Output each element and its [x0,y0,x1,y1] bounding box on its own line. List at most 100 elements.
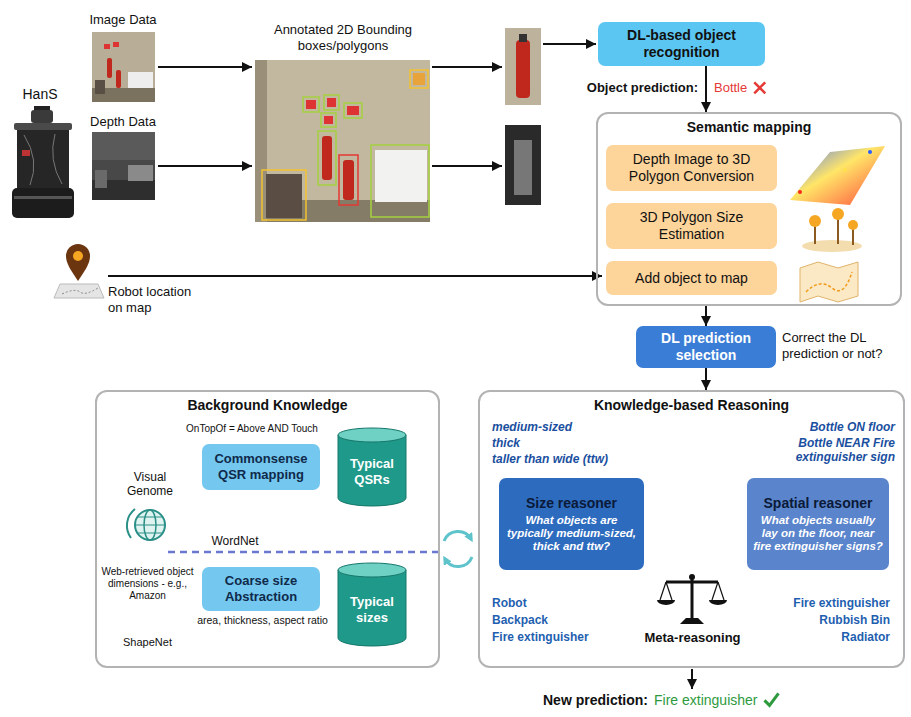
location-pin-icon [62,288,98,294]
map-icon [800,262,858,302]
scales-icon [680,618,704,624]
flow-arrow [158,66,252,68]
flow-arrow [432,165,502,167]
globe-icon [135,517,165,533]
depth-image [95,170,107,188]
robot-photo [14,196,72,199]
process-box: Commonsense QSR mapping [202,444,320,490]
robot-photo [14,123,72,130]
depth-image [128,165,153,181]
flow-arrow [432,66,502,68]
decision-box: DL prediction selection [636,326,776,368]
scales-icon [689,574,695,580]
scales-icon [657,600,675,605]
rgb-image [92,32,155,102]
wrong-mark [754,82,765,93]
cycle-icon [444,531,471,541]
robot-photo [31,110,53,123]
node-title: Coarse size Abstraction [208,573,314,604]
candidate-class: Fire extinguisher [492,630,589,644]
robot-photo [12,106,74,218]
image-crop [505,125,541,205]
candidate-class: Radiator [735,630,890,644]
annotated-image [303,97,319,112]
map-pins-icon [852,228,854,245]
node-title: Depth Image to 3D Polygon Conversion [612,151,771,185]
candidate-class: Robot [492,596,527,610]
prediction-label: Object prediction: [556,80,698,96]
map-pins-icon [837,217,839,244]
node-body: What objects usually lay on the floor, n… [753,514,883,554]
candidate-class: Backpack [492,613,548,627]
rgb-image [116,70,121,88]
flow-arrow [543,43,596,45]
annotated-image [262,70,429,220]
connector-arrow [705,368,707,390]
input-note: Robot location on map [108,284,208,315]
robot-photo [17,130,69,188]
node-title: Commonsense QSR mapping [208,451,314,482]
group-panel: Semantic mappingDepth Image to 3D Polygo… [596,112,902,306]
location-pin-icon [54,244,104,298]
image-crop [505,28,541,205]
point-cloud-icon [790,146,885,205]
flow-arrow [108,44,692,689]
annotated-image [371,145,429,217]
rgb-image [128,72,153,88]
cylinder-body [338,570,406,646]
rule-note: OnTopOf = Above AND Touch [172,423,332,435]
annotated-image [318,131,336,185]
image-crop [516,40,530,98]
map-pins-icon [809,215,821,227]
candidate-class: Rubbish Bin [735,613,890,627]
node-title: Typical QSRs [340,456,404,487]
correct-prediction: Fire extinguisher [654,692,758,709]
image-caption: Annotated 2D Bounding boxes/polygons [263,22,423,53]
flow-arrow [158,165,252,167]
point-cloud-icon [798,190,802,194]
prediction-label: New prediction: [452,692,648,709]
robot-photo [22,150,30,156]
size-fact: thick [492,436,520,450]
node-title: Semantic mapping [598,119,900,136]
rgb-image [113,42,119,47]
robot-photo [24,134,62,185]
process-box: Add object to map [606,261,777,295]
scales-icon [709,600,727,605]
flow-arrow [691,669,693,689]
annotated-image [322,136,332,180]
robot-photo [12,188,74,218]
point-cloud-icon [868,150,872,154]
annotated-image [344,103,362,118]
annotated-image [324,116,333,124]
database-cylinder: Typical QSRs [337,427,407,507]
cylinder-top [338,428,406,442]
node-title: Background Knowledge [97,397,438,414]
scales-icon [691,578,694,620]
image-caption: Image Data [73,12,173,28]
globe-icon [127,509,135,538]
annotated-image [321,113,336,127]
rgb-image [104,44,110,49]
candidate-class: Fire extinguisher [735,596,890,610]
size-fact: medium-sized [492,420,572,434]
map-pins-icon [848,220,858,230]
size-fact: taller than wide (ttw) [492,452,608,466]
spatial-fact: Bottle NEAR Fire extinguisher sign [765,436,895,465]
process-box: 3D Polygon Size Estimation [606,203,777,249]
wordnet-link [168,552,441,553]
depth-image [92,132,155,160]
rgb-image [107,58,112,78]
annotated-image [255,60,267,222]
cylinder-top [338,563,406,577]
annotated-image [410,70,428,88]
image-crop [505,28,541,105]
wrong-mark [754,82,765,93]
node-title: DL-based object recognition [604,27,759,61]
depth-image [92,132,155,200]
rgb-image [92,32,155,102]
connector-arrow [705,306,707,326]
annotated-image [255,60,430,222]
cycle-icon [445,557,472,567]
